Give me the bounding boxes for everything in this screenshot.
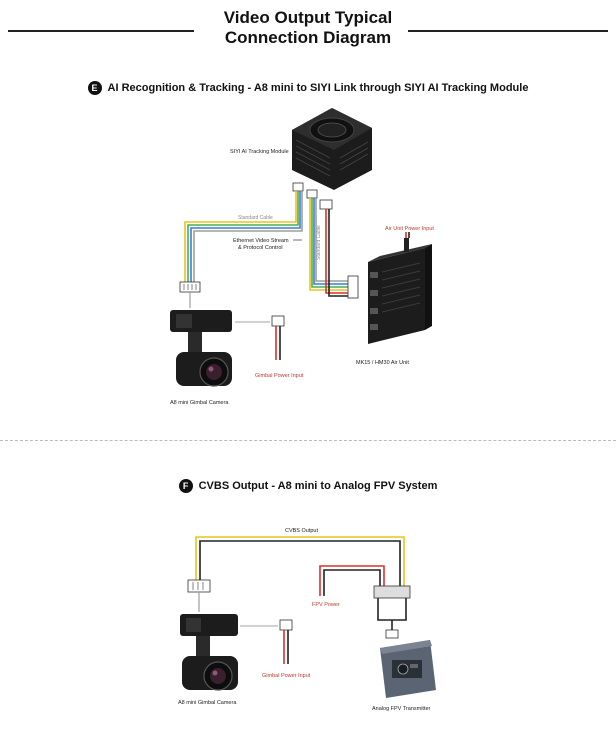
title-rule-left xyxy=(8,30,194,32)
fpv-transmitter xyxy=(380,640,436,698)
label-air-unit: MK15 / HM30 Air Unit xyxy=(356,360,409,366)
title-line-1: Video Output Typical xyxy=(223,8,393,27)
label-standard-cable-2: Standard Cable xyxy=(316,225,322,260)
cvbs-cable xyxy=(195,536,405,586)
page-title: Video Output Typical Connection Diagram xyxy=(200,8,416,48)
fpv-harness xyxy=(373,585,411,639)
label-gimbal-power-e: Gimbal Power Input xyxy=(255,373,304,379)
fpv-power-cable xyxy=(319,565,385,596)
label-standard-cable-1: Standard Cable xyxy=(238,215,273,221)
connector xyxy=(292,182,304,192)
title-rule-right xyxy=(408,30,608,32)
section-f-title: CVBS Output - A8 mini to Analog FPV Syst… xyxy=(198,479,438,492)
label-fpv-power: FPV Power xyxy=(312,602,340,608)
ai-tracking-module xyxy=(292,108,372,190)
connector xyxy=(319,199,333,210)
label-ethernet-line1: Ethernet Video Stream xyxy=(233,238,289,244)
camera-connector-f xyxy=(187,579,211,593)
gimbal-power-connector xyxy=(271,315,285,327)
title-block: Video Output Typical Connection Diagram xyxy=(0,8,616,52)
gimbal-camera-f xyxy=(180,614,238,691)
gimbal-power-connector-f xyxy=(279,619,293,631)
section-e-title: AI Recognition & Tracking - A8 mini to S… xyxy=(107,81,529,94)
title-line-2: Connection Diagram xyxy=(224,28,392,47)
module-air-cable xyxy=(309,198,350,297)
connector xyxy=(306,189,318,199)
camera-connector xyxy=(179,281,201,293)
label-gimbal-power-f: Gimbal Power Input xyxy=(262,673,311,679)
section-e-badge: E xyxy=(87,81,102,95)
section-e-heading: E AI Recognition & Tracking - A8 mini to … xyxy=(0,81,616,95)
air-unit xyxy=(368,238,432,344)
section-f-heading: F CVBS Output - A8 mini to Analog FPV Sys… xyxy=(0,479,616,493)
label-ethernet-line2: & Protocol Control xyxy=(238,245,283,251)
label-camera-f: A8 mini Gimbal Camera xyxy=(178,700,237,706)
section-f-badge: F xyxy=(178,479,193,493)
label-cvbs-output: CVBS Output xyxy=(285,528,318,534)
section-divider xyxy=(0,440,616,441)
label-camera-e: A8 mini Gimbal Camera xyxy=(170,400,229,406)
label-tracking-module: SIYI AI Tracking Module xyxy=(230,149,289,155)
ethernet-cable xyxy=(184,191,303,282)
label-transmitter: Analog FPV Transmitter xyxy=(372,706,431,712)
air-unit-connector xyxy=(347,275,359,299)
label-air-power: Air Unit Power Input xyxy=(385,226,434,232)
gimbal-camera-e xyxy=(170,310,232,387)
